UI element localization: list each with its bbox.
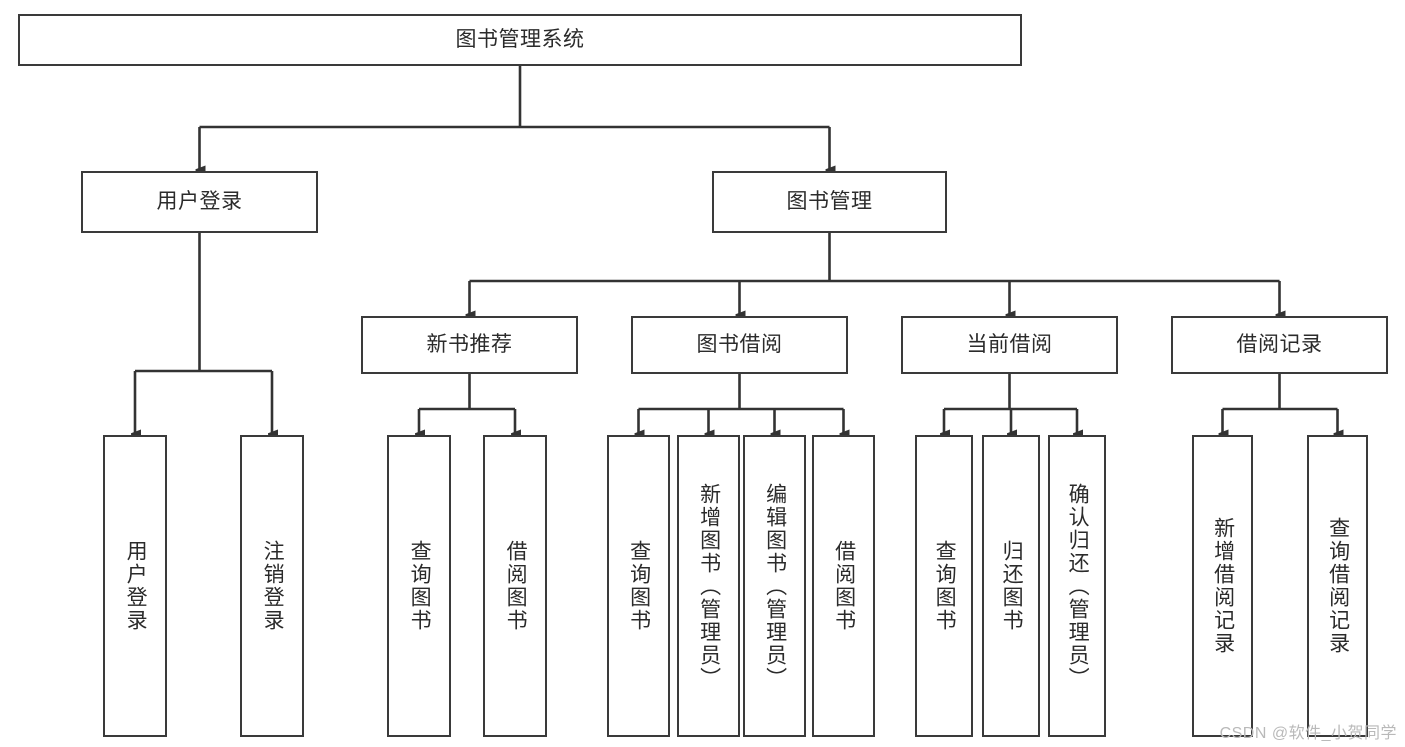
node-label: 用户登录 (124, 540, 148, 632)
node-leaf-add-book[interactable]: 新增图书（管理员） (677, 435, 740, 737)
node-leaf-query-book-borrow[interactable]: 查询图书 (607, 435, 670, 737)
node-book-manage[interactable]: 图书管理 (712, 171, 947, 233)
node-leaf-user-login[interactable]: 用户登录 (103, 435, 167, 737)
node-label: 当前借阅 (966, 333, 1053, 357)
watermark-text: CSDN @软件_小贺同学 (1219, 725, 1397, 742)
node-label: 图书管理系统 (455, 28, 585, 52)
node-label: 借阅图书 (504, 540, 528, 632)
node-label: 查询借阅记录 (1326, 517, 1350, 655)
node-book-borrow[interactable]: 图书借阅 (631, 316, 848, 374)
node-user-login[interactable]: 用户登录 (81, 171, 318, 233)
node-label: 用户登录 (156, 190, 243, 214)
node-label: 图书借阅 (696, 333, 783, 357)
node-label: 新增图书（管理员） (697, 482, 721, 690)
node-label: 借阅记录 (1236, 333, 1323, 357)
node-root[interactable]: 图书管理系统 (18, 14, 1022, 66)
node-label: 查询图书 (933, 540, 957, 632)
node-label: 查询图书 (408, 540, 432, 632)
node-leaf-add-record[interactable]: 新增借阅记录 (1192, 435, 1253, 737)
node-leaf-borrow-book[interactable]: 借阅图书 (812, 435, 875, 737)
node-label: 借阅图书 (832, 540, 856, 632)
node-label: 查询图书 (627, 540, 651, 632)
node-label: 新书推荐 (426, 333, 513, 357)
node-label: 注销登录 (261, 540, 285, 632)
node-leaf-return-book[interactable]: 归还图书 (982, 435, 1040, 737)
node-borrow-record[interactable]: 借阅记录 (1171, 316, 1388, 374)
node-leaf-edit-book[interactable]: 编辑图书（管理员） (743, 435, 806, 737)
node-label: 归还图书 (1000, 540, 1024, 632)
node-new-book-rec[interactable]: 新书推荐 (361, 316, 578, 374)
node-leaf-query-book-current[interactable]: 查询图书 (915, 435, 973, 737)
node-leaf-user-logout[interactable]: 注销登录 (240, 435, 304, 737)
node-leaf-borrow-book-rec[interactable]: 借阅图书 (483, 435, 547, 737)
node-label: 确认归还（管理员） (1066, 482, 1090, 690)
node-leaf-query-book-rec[interactable]: 查询图书 (387, 435, 451, 737)
node-current-borrow[interactable]: 当前借阅 (901, 316, 1118, 374)
node-label: 图书管理 (786, 190, 873, 214)
node-leaf-query-record[interactable]: 查询借阅记录 (1307, 435, 1368, 737)
node-leaf-confirm-return[interactable]: 确认归还（管理员） (1048, 435, 1106, 737)
node-label: 新增借阅记录 (1211, 517, 1235, 655)
node-label: 编辑图书（管理员） (763, 482, 787, 690)
